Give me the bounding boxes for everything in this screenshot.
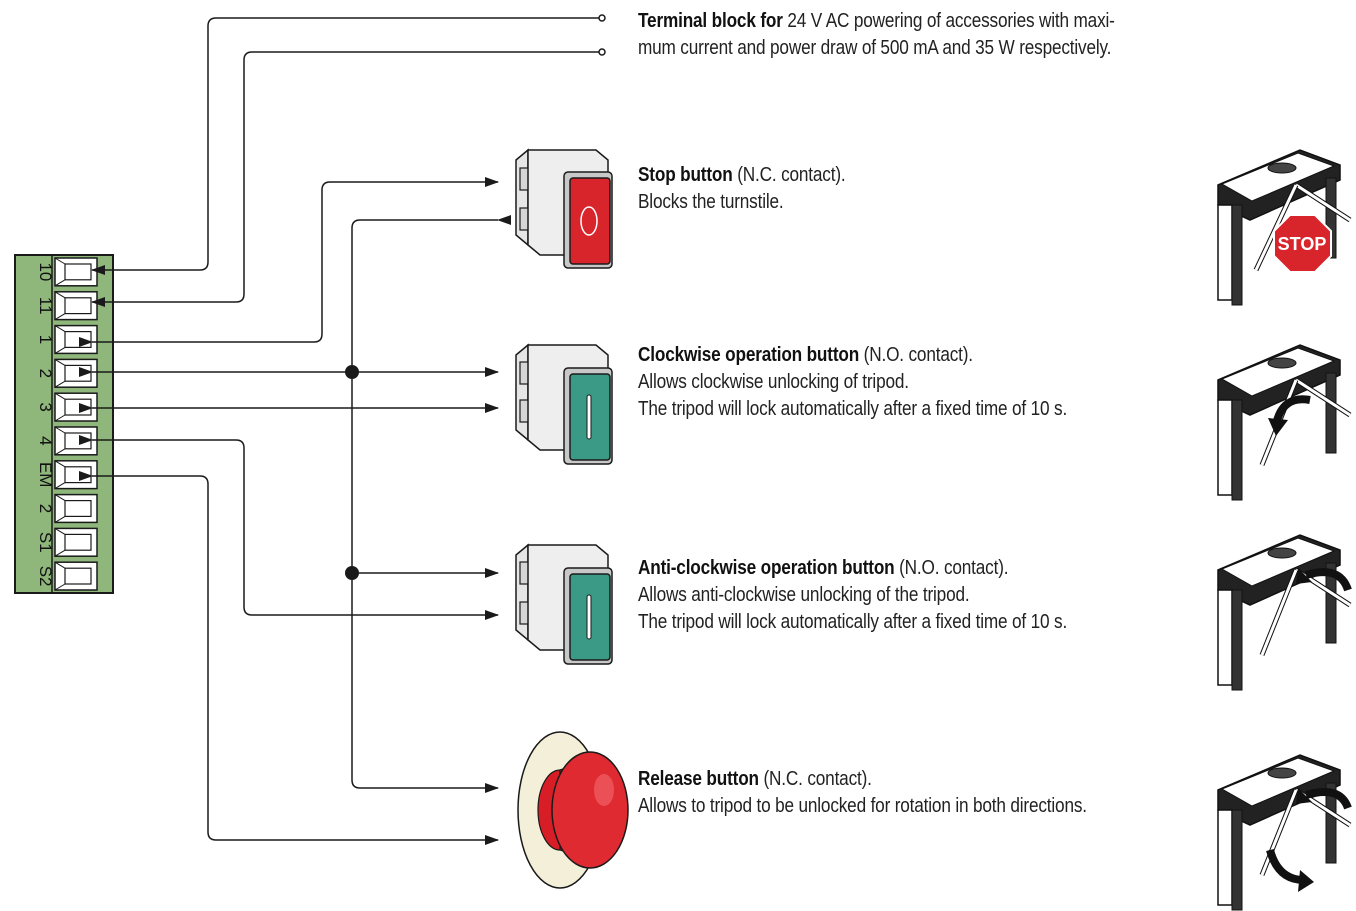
turnstile-clockwise-icon — [1217, 344, 1352, 501]
terminal-label: 4 — [36, 436, 55, 445]
terminal-slot — [54, 460, 98, 490]
release-button-line1: Allows to tripod to be unlocked for rota… — [638, 795, 1087, 817]
turnstile-release-icon — [1217, 754, 1352, 911]
junction-dot-lower — [345, 566, 359, 580]
wire-terminal-4 — [79, 435, 499, 620]
release-button-icon — [517, 731, 629, 889]
anticlockwise-button-contact: (N.O. contact). — [894, 557, 1009, 579]
wire-common — [351, 215, 511, 793]
stop-button-title: Stop button — [638, 164, 733, 186]
clockwise-button-title: Clockwise operation button — [638, 344, 860, 366]
turnstile-anticlockwise-icon — [1217, 534, 1352, 691]
terminal-slot — [54, 291, 98, 321]
junction-dot-upper — [345, 365, 359, 379]
anticlockwise-button-line1: Allows anti-clockwise unlocking of the t… — [638, 584, 970, 606]
clockwise-button-line2: The tripod will lock automatically after… — [638, 398, 1068, 420]
terminal-slot — [54, 257, 98, 287]
anticlockwise-button-title: Anti-clockwise operation button — [638, 557, 895, 579]
terminal-label: 11 — [36, 297, 55, 315]
wire-terminal-1 — [79, 177, 499, 347]
terminal-slot — [54, 561, 98, 591]
terminal-slot — [54, 493, 98, 524]
terminal-label: 1 — [36, 335, 55, 344]
anticlockwise-button-icon — [515, 543, 613, 665]
terminal-block-line2: mum current and power draw of 500 mA and… — [638, 37, 1112, 59]
release-button-contact: (N.C. contact). — [758, 768, 872, 790]
wire-terminal-em — [79, 471, 499, 845]
wire-end-11 — [598, 48, 606, 56]
stop-button-contact: (N.C. contact). — [732, 164, 846, 186]
stop-sign-text: STOP — [1278, 234, 1327, 254]
anticlockwise-button-line2: The tripod will lock automatically after… — [638, 611, 1068, 633]
clockwise-button-icon — [515, 343, 613, 465]
terminal-label: 3 — [36, 402, 55, 411]
terminal-block-title: Terminal block for — [638, 10, 783, 32]
terminal-block-description: Terminal block for 24 V AC powering of a… — [638, 8, 1115, 62]
terminal-label: 2 — [36, 504, 55, 513]
terminal-slot — [54, 392, 98, 422]
terminal-slot — [54, 527, 98, 557]
terminal-label: S2 — [36, 566, 55, 587]
clockwise-button-contact: (N.O. contact). — [859, 344, 973, 366]
stop-button-description: Stop button (N.C. contact). Blocks the t… — [638, 162, 846, 216]
terminal-label: 2 — [36, 369, 55, 378]
terminal-slot — [54, 324, 98, 355]
clockwise-button-line1: Allows clockwise unlocking of tripod. — [638, 371, 909, 393]
wire-end-10 — [598, 14, 606, 22]
wires — [79, 14, 606, 845]
clockwise-button-description: Clockwise operation button (N.O. contact… — [638, 342, 1067, 423]
terminal-slot — [54, 358, 98, 388]
terminal-slot — [54, 426, 98, 456]
stop-button-icon — [515, 148, 613, 269]
anticlockwise-button-description: Anti-clockwise operation button (N.O. co… — [638, 555, 1067, 636]
release-button-title: Release button — [638, 768, 759, 790]
stop-button-line1: Blocks the turnstile. — [638, 191, 784, 213]
terminal-label: 10 — [36, 262, 55, 281]
turnstile-stop-icon: STOP — [1217, 149, 1352, 306]
release-button-description: Release button (N.C. contact). Allows to… — [638, 766, 1087, 820]
terminal-label: S1 — [36, 532, 55, 553]
terminal-block-line1: 24 V AC powering of accessories with max… — [782, 10, 1115, 32]
terminal-label: EM — [36, 462, 55, 488]
